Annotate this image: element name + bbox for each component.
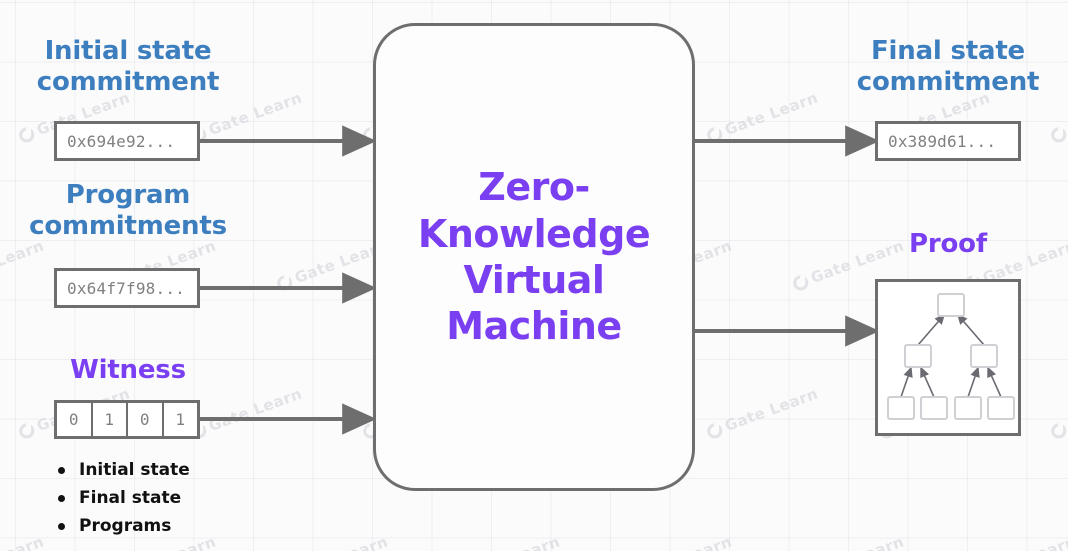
label-initial-state-commitment: Initial state commitment <box>36 36 220 97</box>
merkle-leaf-node <box>987 396 1015 420</box>
tree-edge <box>956 313 985 346</box>
witness-cell[interactable]: 0 <box>57 403 93 436</box>
label-proof: Proof <box>909 229 987 259</box>
proof-box[interactable] <box>875 279 1021 436</box>
list-item-label: Initial state <box>79 460 190 480</box>
list-item: Programs <box>58 512 190 540</box>
list-item: Final state <box>58 484 190 512</box>
merkle-mid-node <box>904 344 932 368</box>
witness-cell[interactable]: 1 <box>175 410 186 429</box>
bullet-dot-icon <box>58 494 65 502</box>
list-item-label: Final state <box>79 488 182 508</box>
merkle-tree-edges <box>900 313 1002 398</box>
bullet-dot-icon <box>58 522 65 530</box>
label-witness: Witness <box>70 355 186 385</box>
witness-cell[interactable]: 0 <box>128 403 164 436</box>
merkle-leaf-node <box>920 396 948 420</box>
value-program-commitments[interactable]: 0x64f7f98... <box>54 268 200 308</box>
zero-knowledge-virtual-machine-box[interactable]: Zero- Knowledge Virtual Machine <box>373 23 695 491</box>
tree-edge <box>920 366 935 398</box>
merkle-root-node <box>937 293 965 317</box>
tree-edge <box>917 313 946 346</box>
witness-bit-strip[interactable]: 0 1 0 1 <box>54 400 200 439</box>
merkle-leaf-node <box>954 396 982 420</box>
tree-edge <box>987 366 1002 398</box>
zkvm-title: Zero- Knowledge Virtual Machine <box>417 165 651 349</box>
value-initial-state-commitment[interactable]: 0x694e92... <box>54 121 200 161</box>
witness-cell[interactable]: 1 <box>93 403 128 436</box>
label-program-commitments: Program commitments <box>29 180 227 241</box>
label-final-state-commitment: Final state commitment <box>856 36 1040 97</box>
bullet-dot-icon <box>58 466 65 474</box>
merkle-mid-node <box>970 344 998 368</box>
list-item-label: Programs <box>79 516 172 536</box>
merkle-leaf-node <box>887 396 915 420</box>
witness-notes-list: Initial state Final state Programs <box>58 456 190 540</box>
list-item: Initial state <box>58 456 190 484</box>
value-final-state-commitment[interactable]: 0x389d61... <box>875 121 1021 161</box>
tree-edge <box>967 366 980 398</box>
tree-edge <box>900 366 913 398</box>
